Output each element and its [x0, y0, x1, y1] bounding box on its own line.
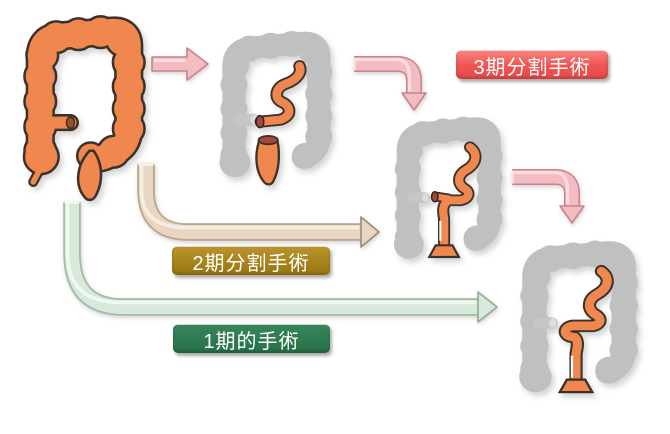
- stage3-label: 3期分割手術: [456, 50, 608, 79]
- arrowhead-right: [360, 216, 380, 248]
- sigmoid-rectum-segment: [438, 143, 480, 252]
- arrowhead-right: [477, 291, 498, 323]
- colon-stage1-icon: [205, 18, 340, 203]
- tube-cap: [511, 170, 514, 184]
- anus-base: [427, 244, 461, 259]
- colostomy-stoma: [430, 191, 439, 203]
- sigmoid-rectum-segment: [560, 266, 612, 386]
- tube-body: [354, 57, 421, 93]
- arrow-elbow-down-pink-top: [353, 56, 427, 111]
- arrow-right-pink: [151, 47, 209, 81]
- tube-cap: [353, 57, 356, 71]
- ileum-stub-tip: [65, 116, 76, 129]
- tube-body: [512, 170, 579, 206]
- colon-stage2-icon: [380, 104, 510, 284]
- tube-highlight: [513, 170, 570, 204]
- arrow-elbow-right-tan: [137, 162, 380, 248]
- arrow-shape: [151, 47, 209, 81]
- colon-body-layer: [25, 17, 144, 185]
- arrowhead-down: [559, 205, 585, 224]
- tube-highlight: [355, 57, 412, 91]
- rectum-shape: [76, 149, 103, 202]
- stage1-label: 1期的手術: [173, 324, 330, 353]
- tube-highlight: [139, 165, 359, 230]
- rectal-stump-cut-end: [257, 135, 279, 146]
- rectal-stump: [255, 138, 281, 186]
- tube-cap: [138, 162, 154, 166]
- colostomy-stoma: [255, 114, 265, 129]
- tube-cap: [64, 200, 80, 204]
- arrowhead-down: [401, 92, 427, 111]
- colon-final-icon: [504, 227, 646, 419]
- arrow-elbow-right-green: [63, 200, 498, 323]
- arrow-elbow-down-pink-right: [511, 169, 585, 224]
- closed-stoma-stub-tip: [549, 318, 557, 328]
- colon-healthy-icon: [22, 15, 146, 202]
- tube-highlight: [65, 203, 476, 305]
- anus-base: [557, 378, 595, 394]
- cut-colon-stub-tip: [422, 193, 429, 203]
- sigmoid-segment: [256, 61, 305, 126]
- stage2-label: 2期分割手術: [172, 246, 330, 275]
